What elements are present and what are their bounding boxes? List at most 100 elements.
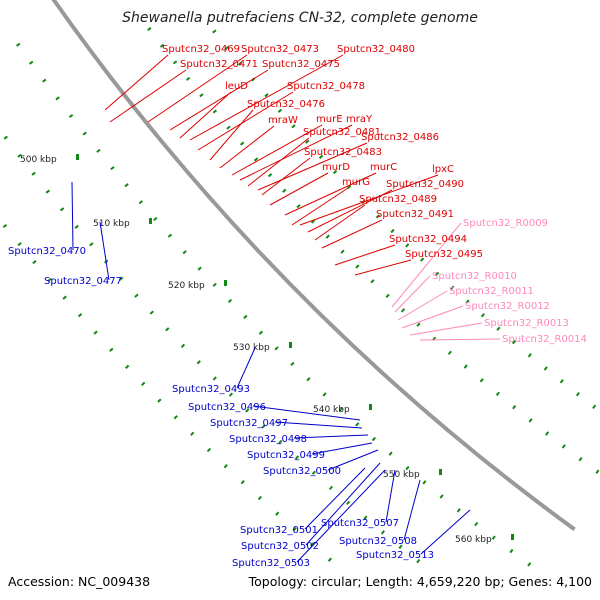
ring-tick-mark xyxy=(124,183,129,188)
ring-tick-mark xyxy=(226,125,231,130)
rna-gene-label: Sputcn32_R0011 xyxy=(449,286,534,297)
ring-tick-mark xyxy=(398,544,403,549)
ring-tick-mark xyxy=(439,494,444,499)
reverse-gene-label: Sputcn32_0508 xyxy=(339,536,417,547)
reverse-gene-label: Sputcn32_0493 xyxy=(172,384,250,395)
ring-tick-mark xyxy=(223,464,228,469)
callout-line xyxy=(147,54,248,123)
ring-tick-mark xyxy=(45,189,50,194)
reverse-gene-label: Sputcn32_0502 xyxy=(241,541,319,552)
rna-gene-label: Sputcn32_R0012 xyxy=(465,301,550,312)
callout-line xyxy=(189,54,344,141)
callout-line xyxy=(311,442,373,455)
ring-tick-mark xyxy=(17,242,22,247)
ring-tick-mark xyxy=(149,310,154,315)
ring-tick-mark xyxy=(2,223,8,229)
ring-tick-mark xyxy=(89,242,94,247)
ring-tick-mark xyxy=(561,444,566,449)
forward-gene-label: mraW xyxy=(268,115,298,126)
ring-tick-mark xyxy=(294,455,300,460)
callout-line xyxy=(247,137,310,187)
forward-gene-label: murG xyxy=(342,177,370,188)
callout-line xyxy=(231,124,323,176)
ring-tick-mark xyxy=(332,169,338,175)
ring-tick-mark xyxy=(62,295,67,300)
ring-tick-mark xyxy=(340,249,345,254)
ring-tick-mark xyxy=(31,171,36,176)
ring-tick-mark xyxy=(575,391,580,397)
forward-gene-label: Sputcn32_0478 xyxy=(287,81,365,92)
ring-tick-mark xyxy=(405,465,410,471)
ring-tick-mark xyxy=(228,392,234,397)
ring-tick-mark xyxy=(463,364,468,369)
ring-tick-mark xyxy=(282,188,287,193)
forward-gene-label: Sputcn32_0495 xyxy=(405,249,483,260)
reverse-gene-label: Sputcn32_0501 xyxy=(240,525,318,536)
callout-line xyxy=(385,469,396,523)
ring-tick-mark xyxy=(267,173,273,178)
callout-line xyxy=(307,189,393,233)
ring-tick-mark xyxy=(212,376,217,381)
ring-tick-mark xyxy=(17,153,22,158)
tick-mark xyxy=(289,342,292,348)
ring-tick-mark xyxy=(328,485,334,491)
ring-tick-mark xyxy=(578,456,583,462)
ring-tick-mark xyxy=(528,418,533,423)
tick-mark xyxy=(76,154,79,160)
callout-line xyxy=(274,421,363,429)
callout-line xyxy=(104,54,169,111)
forward-gene-label: Sputcn32_0476 xyxy=(247,99,325,110)
ring-tick-mark xyxy=(495,391,500,397)
reverse-gene-label: Sputcn32_0497 xyxy=(210,418,288,429)
callout-line xyxy=(296,469,386,563)
ring-tick-mark xyxy=(147,27,152,32)
map-title: Shewanella putrefaciens CN-32, complete … xyxy=(122,10,478,26)
callout-line xyxy=(291,187,349,226)
ring-tick-mark xyxy=(239,141,245,146)
callout-line xyxy=(252,405,361,421)
callout-line xyxy=(257,142,368,191)
ring-tick-mark xyxy=(134,293,139,298)
genome-backbone xyxy=(51,0,576,531)
forward-gene-label: mraY xyxy=(346,114,373,125)
ring-tick-mark xyxy=(509,548,514,554)
ring-tick-mark xyxy=(375,214,381,219)
reverse-gene-label: Sputcn32_0477 xyxy=(44,276,122,287)
ring-tick-mark xyxy=(180,343,186,348)
ring-tick-mark xyxy=(355,422,360,427)
ring-tick-mark xyxy=(347,184,352,190)
ring-tick-mark xyxy=(258,330,264,335)
ring-tick-mark xyxy=(371,436,376,442)
ring-tick-mark xyxy=(385,293,390,299)
ring-tick-mark xyxy=(243,314,248,320)
rna-gene-label: Sputcn32_R0010 xyxy=(432,271,517,282)
ring-tick-mark xyxy=(196,360,201,365)
ring-tick-mark xyxy=(422,480,427,485)
ring-tick-mark xyxy=(474,521,479,527)
ring-tick-mark xyxy=(447,350,452,355)
tick-label: 500 kbp xyxy=(20,155,57,165)
ring-tick-mark xyxy=(264,93,269,98)
callout-line xyxy=(261,157,311,196)
forward-gene-label: Sputcn32_0475 xyxy=(262,59,340,70)
ring-tick-mark xyxy=(363,515,368,520)
rna-gene-label: Sputcn32_R0013 xyxy=(484,318,569,329)
ring-tick-mark xyxy=(261,424,266,429)
callout-line xyxy=(99,221,110,281)
reverse-gene-label: Sputcn32_0496 xyxy=(188,402,266,413)
ring-tick-mark xyxy=(318,154,324,159)
ring-tick-mark xyxy=(296,204,301,209)
ring-tick-mark xyxy=(172,60,178,65)
callout-line xyxy=(403,479,421,541)
ring-tick-mark xyxy=(173,415,178,420)
callout-line xyxy=(420,509,471,555)
callout-line xyxy=(109,69,187,123)
ring-tick-mark xyxy=(224,45,230,50)
tick-mark xyxy=(224,280,227,286)
tick-label: 560 kbp xyxy=(455,535,492,545)
callout-line xyxy=(354,259,412,276)
ring-tick-mark xyxy=(291,124,296,129)
ring-tick-mark xyxy=(290,361,295,367)
ring-tick-mark xyxy=(110,166,115,171)
